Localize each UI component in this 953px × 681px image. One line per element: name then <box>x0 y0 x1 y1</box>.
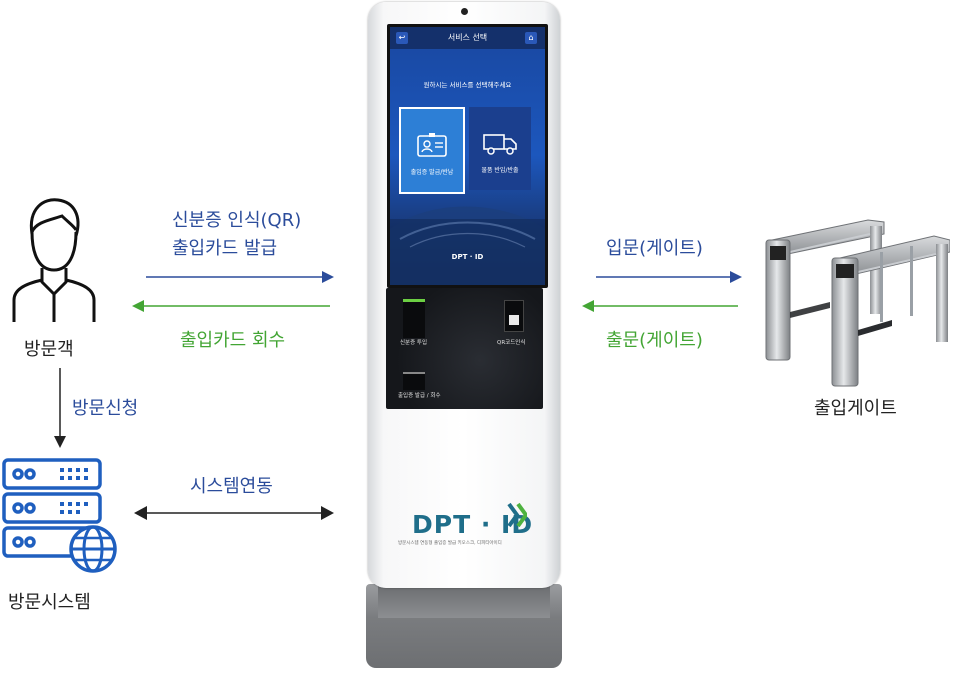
home-icon[interactable]: ⌂ <box>525 32 537 44</box>
tile-goods[interactable]: 물품 반입/반출 <box>469 107 531 190</box>
visit-request-arrow <box>53 368 67 448</box>
return-arrow <box>132 299 330 313</box>
exit-arrow <box>582 299 738 313</box>
entry-label: 입문(게이트) <box>606 238 703 259</box>
card-issue-label: 출입카드 발급 <box>172 238 278 259</box>
kiosk-screen: 서비스 선택 ↩ ⌂ 원하시는 서비스를 선택해주세요 출입증 발급/반납 물품 <box>387 24 548 288</box>
id-card-slot <box>403 299 425 338</box>
card-return-label: 출입카드 회수 <box>180 330 286 351</box>
issue-arrow <box>146 270 334 284</box>
back-icon[interactable]: ↩ <box>396 32 408 44</box>
tile-pass-label: 출입증 발급/반납 <box>410 169 454 176</box>
entry-arrow <box>596 270 742 284</box>
camera-icon <box>461 8 468 15</box>
card-slot <box>403 372 425 390</box>
id-recognition-label: 신분증 인식(QR) <box>172 210 302 231</box>
qr-reader <box>504 300 524 332</box>
user-icon <box>10 196 96 324</box>
tile-pass-issue[interactable]: 출입증 발급/반납 <box>399 107 465 194</box>
system-link-arrow <box>134 505 334 521</box>
brand-tagline: 방문시스템 연동형 출입증 발급 키오스크, 디피티아이디 <box>398 541 502 546</box>
screen-prompt: 원하시는 서비스를 선택해주세요 <box>423 81 512 89</box>
visit-request-label: 방문신청 <box>72 398 139 419</box>
qr-slot-label: QR코드인식 <box>497 340 526 346</box>
tile-goods-label: 물품 반입/반출 <box>481 167 519 174</box>
exit-label: 출문(게이트) <box>606 330 703 351</box>
kiosk-slot-panel: 신분증 투입 QR코드인식 출입증 발급 / 회수 <box>386 288 543 409</box>
kiosk-base-neck <box>378 584 550 618</box>
card-slot-label: 출입증 발급 / 회수 <box>398 393 441 399</box>
server-icon <box>0 456 118 576</box>
brand-mark-icon <box>507 502 527 528</box>
screen-title: 서비스 선택 <box>390 27 545 49</box>
visitor-label: 방문객 <box>24 339 74 360</box>
id-slot-label: 신분증 투입 <box>400 340 428 346</box>
visit-system-label: 방문시스템 <box>8 592 91 613</box>
system-link-label: 시스템연동 <box>190 476 273 497</box>
globe-icon <box>68 524 118 574</box>
turnstile-gate-image <box>760 212 950 388</box>
screen-logo: DPT · ID <box>451 253 484 261</box>
gate-label: 출입게이트 <box>814 398 897 419</box>
